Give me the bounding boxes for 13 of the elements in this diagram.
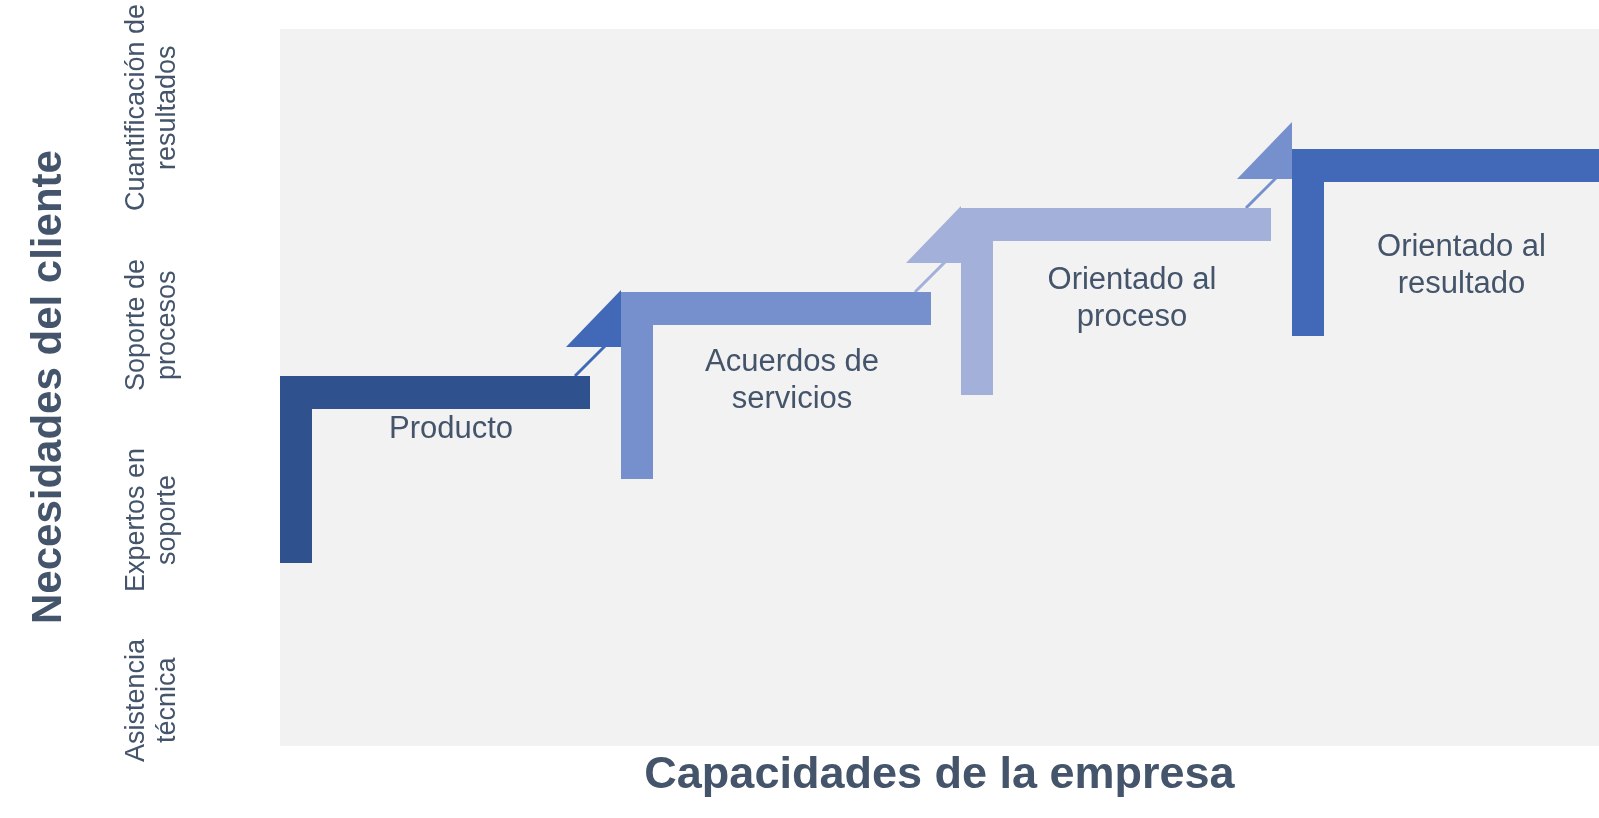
step-arrow [906, 206, 963, 294]
axis-title: Necesidades del cliente [22, 149, 72, 627]
axis-category-label: Cuantificación de resultados [118, 2, 182, 214]
step-label: Acuerdos de servicios [703, 342, 881, 416]
axis-category-label: Soporte de procesos [118, 257, 182, 394]
step-label: Orientado al resultado [1376, 227, 1547, 301]
axis-category-label: Expertos en soporte [118, 446, 182, 595]
axis-title: Capacidades de la empresa [643, 746, 1236, 801]
step-label: Orientado al proceso [1046, 260, 1218, 334]
axis-category-label: Asistencia técnica [118, 637, 182, 764]
step-arrow [1237, 122, 1294, 210]
step-label: Producto [387, 409, 515, 446]
step-arrow [566, 290, 623, 378]
